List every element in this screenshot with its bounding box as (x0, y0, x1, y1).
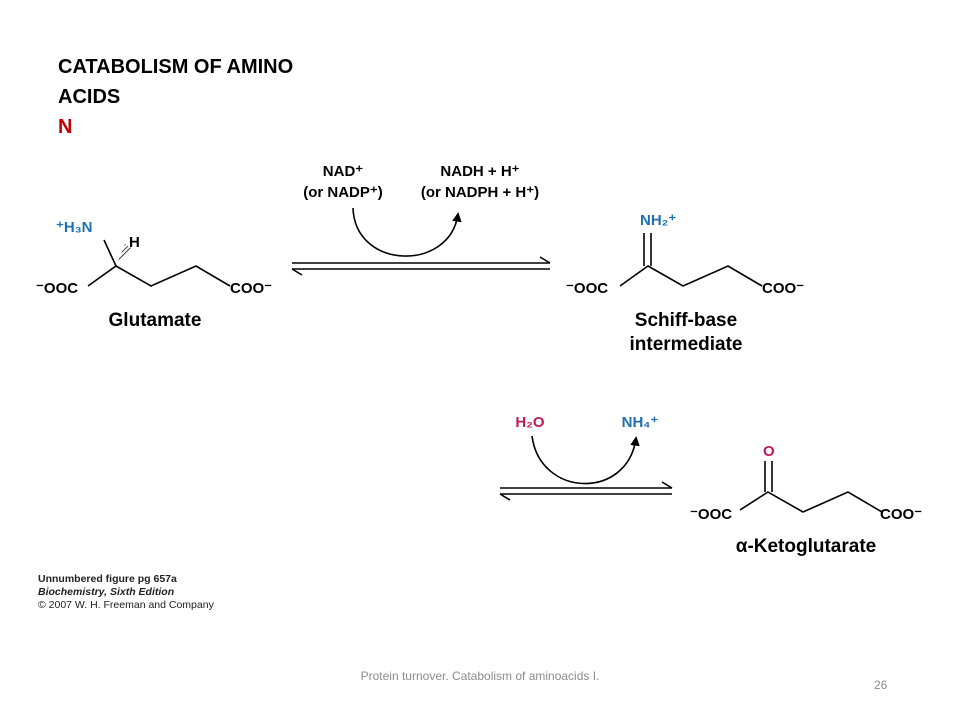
schiff-right-carboxylate: COO⁻ (762, 280, 804, 297)
slide-title: CATABOLISM OF AMINO ACIDS N (58, 52, 293, 142)
credit-line-2: Biochemistry, Sixth Edition (38, 586, 175, 598)
ketoglutarate-oxygen: O (763, 443, 775, 460)
ketoglutarate-name: α-Ketoglutarate (736, 536, 876, 557)
nadph-label: (or NADPH + H⁺) (421, 184, 539, 201)
title-line-1: CATABOLISM OF AMINO (58, 56, 294, 78)
ketoglutarate-left-carboxylate: ⁻OOC (690, 506, 732, 523)
glutamate-amino-group: ⁺H₃N (56, 219, 93, 236)
ammonium-label: NH₄⁺ (622, 414, 659, 431)
glutamate-left-carboxylate: ⁻OOC (36, 280, 78, 297)
schiff-name-line-2: intermediate (630, 334, 743, 355)
figure-credit: Unnumbered figure pg 657a Biochemistry, … (38, 573, 214, 612)
glutamate-right-carboxylate: COO⁻ (230, 280, 272, 297)
equilibrium-arrows-1 (291, 256, 551, 276)
nad-label: NAD⁺ (323, 163, 363, 180)
slide-number: 26 (874, 678, 888, 692)
schiff-left-carboxylate: ⁻OOC (566, 280, 608, 297)
glutamate-hydrogen: H (129, 234, 140, 251)
water-label: H₂O (515, 414, 544, 431)
cofactor-curve-arrow-1 (352, 207, 462, 257)
credit-line-3: © 2007 W. H. Freeman and Company (38, 599, 214, 611)
ketoglutarate-structure: O ⁻OOC COO⁻ α-Ketoglutarate (690, 443, 922, 557)
title-line-3: N (58, 116, 73, 138)
glutamate-structure: ⁺H₃N H ⁻OOC COO⁻ Glutamate (36, 219, 272, 331)
nadh-label: NADH + H⁺ (440, 163, 519, 180)
cofactor-curve-arrow-2 (531, 435, 640, 485)
schiff-imine-group: NH₂⁺ (640, 212, 676, 229)
title-line-2: ACIDS (58, 86, 121, 108)
schiff-name-line-1: Schiff-base (635, 310, 737, 331)
equilibrium-arrows-2 (499, 481, 673, 501)
ketoglutarate-right-carboxylate: COO⁻ (880, 506, 922, 523)
glutamate-name: Glutamate (109, 310, 202, 331)
credit-line-1: Unnumbered figure pg 657a (38, 573, 177, 585)
slide-footer: Protein turnover. Catabolism of aminoaci… (360, 669, 600, 683)
nadp-label: (or NADP⁺) (303, 184, 383, 201)
schiff-base-structure: NH₂⁺ ⁻OOC COO⁻ Schiff-base intermediate (566, 212, 804, 355)
